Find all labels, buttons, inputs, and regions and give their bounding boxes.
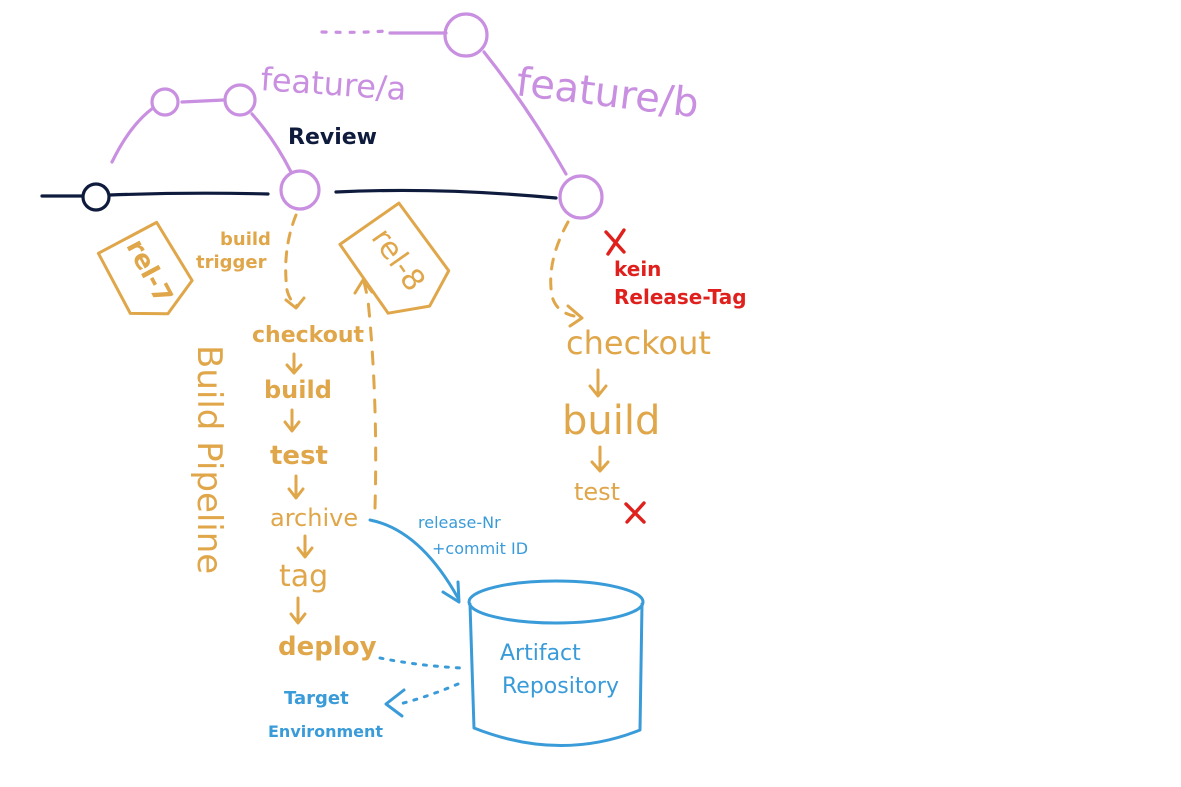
mainline-segment-3 xyxy=(334,188,558,200)
mainline-commit xyxy=(81,182,111,212)
pipeline-step-deploy: deploy xyxy=(278,632,377,662)
second-step-checkout: checkout xyxy=(566,324,711,362)
pipeline-step-build: build xyxy=(264,376,332,404)
target-label-line-2: Environment xyxy=(268,722,383,741)
archive-to-repo-arrow xyxy=(368,518,460,600)
build-trigger-line-1: build xyxy=(220,229,271,250)
repository-body xyxy=(468,602,644,747)
release-tag-2: rel-8 xyxy=(338,201,451,315)
tag-1-shape xyxy=(96,220,194,316)
deploy-dotted-line xyxy=(378,656,464,670)
pipeline-step-archive: archive xyxy=(270,504,358,532)
no-tag-note-line-1: kein xyxy=(614,257,661,281)
mainline-segment-2 xyxy=(108,191,270,197)
second-trigger-arrow-head xyxy=(566,304,584,328)
feature-b-branch-out xyxy=(320,29,388,34)
target-arrow-head xyxy=(384,688,406,718)
pipeline-step-tag: tag xyxy=(279,559,328,594)
repository-label-line-1: Artifact xyxy=(500,641,581,666)
release-tag-1: rel-7 xyxy=(96,220,194,316)
archive-arrow-head xyxy=(441,580,461,604)
artifact-repository: Artifact Repository xyxy=(467,579,645,747)
second-trigger-dashed-line xyxy=(549,220,576,318)
target-label-line-1: Target xyxy=(284,688,349,709)
test-failed-x-icon xyxy=(624,501,646,524)
archive-note-line-2: +commit ID xyxy=(432,539,528,558)
pipeline-arrow-5 xyxy=(289,596,307,625)
pipeline-step-checkout: checkout xyxy=(252,323,364,348)
review-label: Review xyxy=(288,125,377,150)
feature-a-commit-2 xyxy=(223,83,257,117)
pipeline-arrow-4 xyxy=(296,534,314,559)
no-tag-x-icon xyxy=(604,228,626,256)
feature-b-merge xyxy=(482,50,568,176)
feature-a-label: feature/a xyxy=(259,60,407,108)
feature-b-label: feature/b xyxy=(514,59,702,127)
mainline xyxy=(40,182,558,212)
pipeline-arrow-2 xyxy=(283,408,301,433)
merge-commit-a xyxy=(279,169,321,211)
pipeline-arrow-1 xyxy=(285,352,303,375)
build-pipeline-title: Build Pipeline xyxy=(189,345,229,574)
pipeline-step-test: test xyxy=(270,441,328,471)
no-tag-note-line-2: Release-Tag xyxy=(614,285,747,309)
tag-arrow-head xyxy=(353,278,374,295)
trigger-dashed-line xyxy=(284,213,300,308)
pipeline-steps: checkout build test archive tag deploy xyxy=(252,323,377,662)
feature-b-branch: feature/b xyxy=(320,12,702,220)
error-markers: kein Release-Tag xyxy=(604,228,747,524)
feature-a-link xyxy=(180,98,226,104)
archive-note-line-1: release-Nr xyxy=(418,513,501,532)
feature-a-branch-out xyxy=(110,106,155,164)
second-arrow-2 xyxy=(590,445,610,473)
feature-b-commit xyxy=(443,12,489,58)
second-pipeline-steps: checkout build test xyxy=(562,324,711,506)
feature-a-commit-1 xyxy=(150,87,180,117)
second-step-build: build xyxy=(562,398,660,444)
trigger-arrow-head xyxy=(284,296,306,310)
feature-a-merge xyxy=(250,112,293,174)
second-step-test: test xyxy=(574,478,620,506)
pipeline-arrow-3 xyxy=(287,474,305,500)
tag-2-shape xyxy=(338,201,451,315)
repository-top xyxy=(467,579,645,625)
build-trigger-line-2: trigger xyxy=(196,252,267,273)
target-dotted-line xyxy=(398,682,460,706)
repository-label-line-2: Repository xyxy=(502,674,619,699)
second-arrow-1 xyxy=(588,368,608,398)
tag-dashed-line xyxy=(362,280,378,510)
merge-commit-b xyxy=(558,174,604,220)
